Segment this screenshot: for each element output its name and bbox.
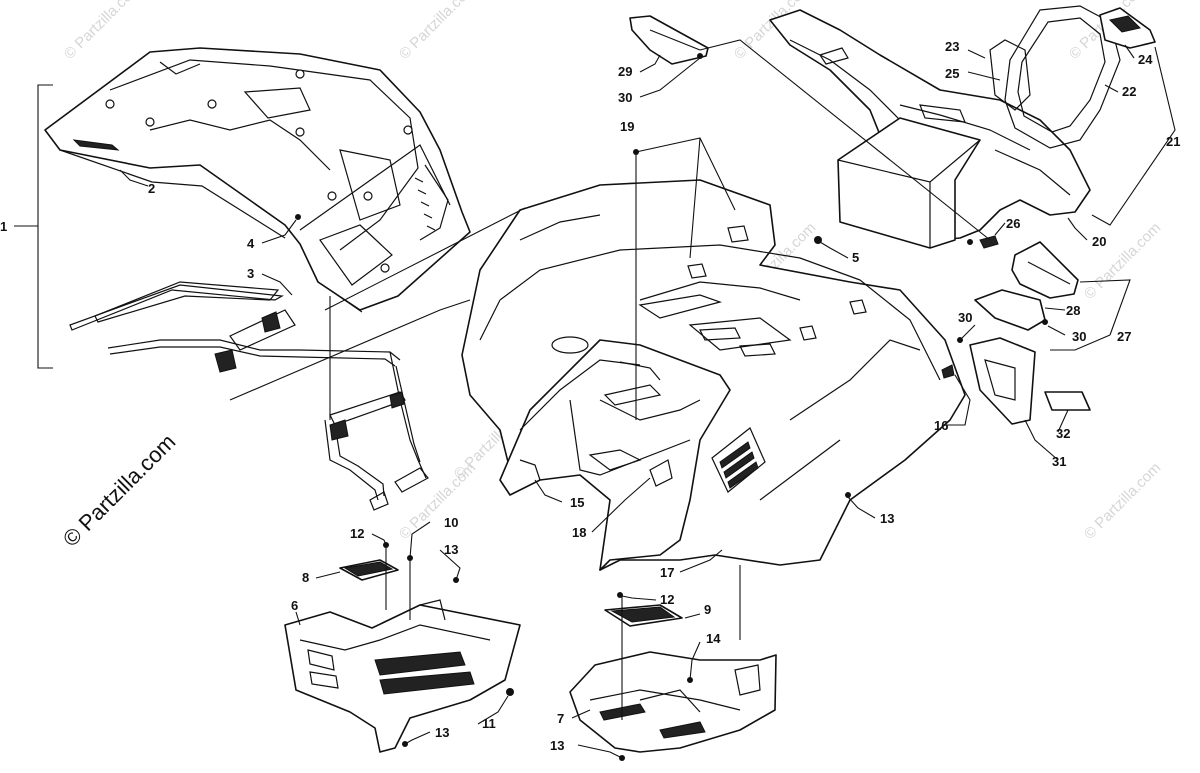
callout-29: 29	[618, 64, 632, 79]
part-storage-box	[499, 339, 731, 571]
part-bracket-28	[974, 289, 1046, 331]
part-rack-frame	[69, 281, 429, 511]
watermark: © Partzilla.com	[61, 0, 144, 63]
watermark: © Partzilla.com	[396, 0, 479, 63]
callout-14: 14	[706, 631, 721, 646]
part-left-footwell	[284, 599, 521, 753]
callout-19: 19	[620, 119, 634, 134]
part-bracket-24	[1099, 7, 1156, 49]
callout-32: 32	[1056, 426, 1070, 441]
callout-26: 26	[1006, 216, 1020, 231]
callout-15: 15	[570, 495, 584, 510]
callout-1: 1	[0, 219, 7, 234]
callout-25: 25	[945, 66, 959, 81]
callout-11: 11	[482, 716, 496, 731]
callout-21: 21	[1166, 134, 1180, 149]
callout-2: 2	[148, 181, 155, 196]
callout-12: 12	[350, 526, 364, 541]
part-right-footwell	[569, 651, 777, 753]
part-footpeg-9	[604, 604, 683, 627]
part-16	[941, 364, 955, 379]
watermark: © Partzilla.com	[1081, 459, 1164, 542]
callout-6: 6	[291, 598, 298, 613]
part-pad-32	[1044, 391, 1091, 411]
part-footpeg-8	[339, 559, 399, 581]
callout-5: 5	[852, 250, 859, 265]
part-cover-27	[1011, 241, 1079, 299]
callout-18: 18	[572, 525, 586, 540]
part-screw-26	[979, 235, 999, 249]
part-panel-31	[969, 337, 1036, 425]
callout-13: 13	[880, 511, 894, 526]
callout-27: 27	[1117, 329, 1131, 344]
part-cover-29	[629, 15, 709, 65]
callout-30: 30	[1072, 329, 1086, 344]
callout-24: 24	[1138, 52, 1153, 67]
callout-12: 12	[660, 592, 674, 607]
callout-28: 28	[1066, 303, 1080, 318]
watermark-main: © Partzilla.com	[58, 429, 181, 552]
callout-13: 13	[435, 725, 449, 740]
callout-7: 7	[557, 711, 564, 726]
callout-30: 30	[958, 310, 972, 325]
callout-16: 16	[934, 418, 948, 433]
callout-30: 30	[618, 90, 632, 105]
callout-3: 3	[247, 266, 254, 281]
callout-20: 20	[1092, 234, 1106, 249]
callouts: 1 2 3 4 5 6 7 8 9 10 11 12 12 13 13 13 1…	[0, 39, 1180, 753]
part-rear-rack-top	[44, 47, 471, 313]
callout-9: 9	[704, 602, 711, 617]
callout-22: 22	[1122, 84, 1136, 99]
callout-13: 13	[550, 738, 564, 753]
callout-10: 10	[444, 515, 458, 530]
callout-17: 17	[660, 565, 674, 580]
callout-31: 31	[1052, 454, 1066, 469]
callout-23: 23	[945, 39, 959, 54]
leader-lines	[14, 39, 1176, 759]
callout-13: 13	[444, 542, 458, 557]
callout-4: 4	[247, 236, 255, 251]
callout-8: 8	[302, 570, 309, 585]
watermark: © Partzilla.com	[1081, 219, 1164, 302]
part-storage-bin-25	[837, 117, 981, 249]
